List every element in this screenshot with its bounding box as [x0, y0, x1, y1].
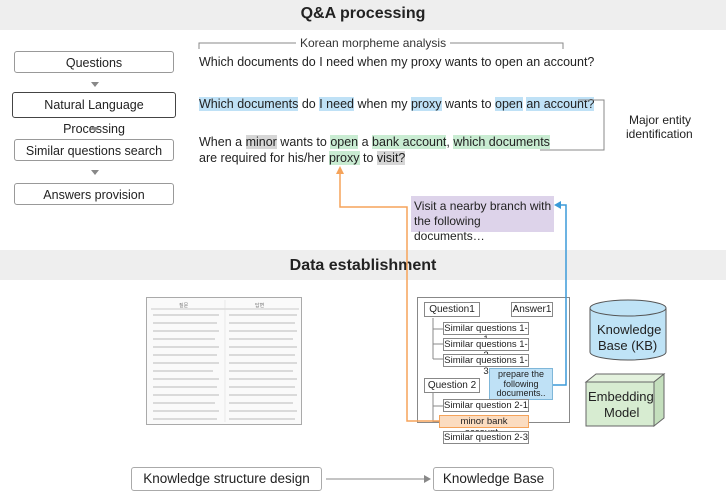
qa-processing-band — [0, 0, 726, 30]
knowledge-structure-design: Knowledge structure design — [131, 467, 322, 491]
arrow-right-icon — [326, 475, 431, 483]
document-table-thumbnail: 질문 답변 — [146, 297, 302, 425]
morpheme-label: Korean morpheme analysis — [296, 36, 451, 50]
entity-label-1: Major entity — [629, 113, 692, 127]
entity-need: need — [322, 97, 354, 111]
entity-proxy-green: proxy — [328, 151, 360, 165]
entity-which-documents-green: which documents — [453, 135, 550, 149]
kb-similar-2-3: Similar question 2-3 — [443, 431, 529, 444]
step-similar-search: Similar questions search — [14, 139, 174, 161]
entity-which-documents: Which documents — [199, 97, 299, 111]
similar-question-line-1: When a minor wants to open a bank accoun… — [199, 135, 550, 149]
embedding-line-1: Embedding — [588, 389, 654, 404]
entity-account: an account? — [526, 97, 595, 111]
entity-label-2: identification — [626, 127, 693, 141]
kb-similar-2-1: Similar question 2-1 — [443, 399, 529, 412]
arrow-down-icon — [91, 127, 99, 132]
qa-processing-title: Q&A processing — [300, 5, 426, 22]
entity-open-green: open — [330, 135, 359, 149]
entity-bank-account: bank account — [372, 135, 447, 149]
table-header-question: 질문 — [179, 303, 189, 309]
kb-answer-1: Answer1 — [511, 302, 553, 317]
entity-minor: minor — [245, 135, 277, 149]
table-rows — [151, 300, 299, 422]
entity-proxy: proxy — [410, 97, 442, 111]
question-text: Which documents do I need when my proxy … — [199, 55, 595, 69]
data-establishment-band — [0, 250, 726, 280]
step-answers: Answers provision — [14, 183, 174, 205]
embedding-line-2: Model — [604, 405, 640, 420]
kb-similar-1-3: Similar questions 1-3 — [443, 354, 529, 377]
nlp-highlighted-text: Which documents do I need when my proxy … — [199, 97, 595, 111]
kb-cylinder-line-2: Base (KB) — [598, 338, 658, 353]
data-establishment-title: Data establishment — [289, 257, 437, 274]
entity-i: I — [319, 97, 323, 111]
answer-line-2: the following documents… — [414, 214, 485, 243]
answer-box: Visit a nearby branch with the following… — [411, 196, 554, 243]
entity-visit: visit? — [376, 151, 406, 165]
step-nlp: Natural Language Processing — [12, 92, 176, 136]
similar-question-line-2: are required for his/her proxy to visit? — [199, 151, 406, 165]
kb-cylinder-line-1: Knowledge — [597, 322, 662, 337]
arrow-down-icon — [91, 170, 99, 175]
entity-open: open — [495, 97, 523, 111]
entity-bracket — [540, 99, 605, 151]
knowledge-base-bottom: Knowledge Base — [433, 467, 554, 491]
kb-question-1: Question1 — [424, 302, 480, 317]
embedding-cube-icon — [584, 372, 666, 428]
arrow-down-icon — [91, 82, 99, 87]
step-questions: Questions — [14, 51, 174, 73]
kb-answer-2: prepare the following documents.. — [489, 368, 553, 400]
database-cylinder-icon — [589, 299, 667, 361]
answer-line-1: Visit a nearby branch with — [414, 199, 552, 213]
kb-question-2: Question 2 — [424, 378, 480, 393]
table-header-answer: 답변 — [255, 303, 265, 309]
